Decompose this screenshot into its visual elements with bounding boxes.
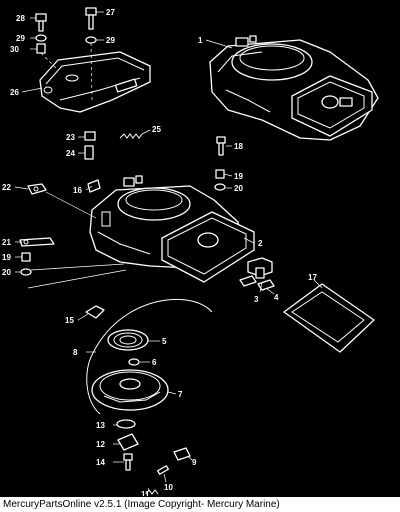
starter-rope-8 <box>91 298 213 356</box>
washer-20-right <box>214 183 226 191</box>
callout-9: 9 <box>192 458 197 467</box>
callout-19-right: 19 <box>234 172 243 181</box>
callout-3: 3 <box>254 295 259 304</box>
spring-25 <box>119 133 143 139</box>
mounting-bracket <box>39 51 151 113</box>
bushing-23 <box>84 131 96 141</box>
copyright-caption: MercuryPartsOnline v2.5.1 (Image Copyrig… <box>0 497 400 512</box>
sleeve-9 <box>173 447 191 461</box>
callout-13: 13 <box>96 421 105 430</box>
callout-8: 8 <box>73 348 78 357</box>
bolt-27 <box>85 7 97 30</box>
callout-2: 2 <box>258 239 263 248</box>
grommet-19 <box>215 169 225 179</box>
callout-19-left: 19 <box>2 253 11 262</box>
callout-6: 6 <box>152 358 157 367</box>
callout-26: 26 <box>10 88 19 97</box>
callout-28: 28 <box>16 14 25 23</box>
washer-29-right <box>85 36 97 44</box>
bolt-28 <box>35 13 47 32</box>
callout-15: 15 <box>65 316 74 325</box>
washer-20-left <box>20 268 32 276</box>
callout-30: 30 <box>10 45 19 54</box>
callout-25: 25 <box>152 125 161 134</box>
bushing-30 <box>36 43 46 54</box>
callout-5: 5 <box>162 337 167 346</box>
starter-handle-17 <box>283 283 375 353</box>
exploded-parts-diagram: 1 2 3 4 5 6 7 8 9 10 11 12 13 14 15 16 1… <box>2 7 379 496</box>
starter-housing-assembly <box>209 35 379 141</box>
callout-17: 17 <box>308 273 317 282</box>
clip-15 <box>85 305 105 319</box>
retainer-4 <box>239 275 275 291</box>
pin-10 <box>157 465 169 475</box>
rewind-spring-5 <box>107 329 149 351</box>
callout-21: 21 <box>2 238 11 247</box>
washer-29-left <box>35 34 47 42</box>
callout-10: 10 <box>164 483 173 492</box>
starter-pulley-7 <box>91 369 169 411</box>
callout-14: 14 <box>96 458 105 467</box>
screw-14 <box>123 453 133 471</box>
callout-29-left: 29 <box>16 34 25 43</box>
clip-16 <box>87 179 101 193</box>
link-21 <box>19 237 55 247</box>
callout-20-left: 20 <box>2 268 11 277</box>
callout-18: 18 <box>234 142 243 151</box>
callout-7: 7 <box>178 390 183 399</box>
plate-13 <box>116 419 136 429</box>
callout-12: 12 <box>96 440 105 449</box>
handle-insert-3 <box>247 257 273 279</box>
callout-11: 11 <box>141 490 150 496</box>
callout-27: 27 <box>106 8 115 17</box>
bushing-6 <box>128 358 140 366</box>
spring-11 <box>145 489 159 495</box>
callout-23: 23 <box>66 133 75 142</box>
callout-4: 4 <box>274 293 279 302</box>
callout-16: 16 <box>73 186 82 195</box>
screw-18 <box>216 136 226 156</box>
grommet-19-left <box>21 252 31 262</box>
callout-1: 1 <box>198 36 203 45</box>
callout-22: 22 <box>2 183 11 192</box>
callout-20-right: 20 <box>234 184 243 193</box>
lever-22 <box>27 183 47 195</box>
callout-29-right: 29 <box>106 36 115 45</box>
pawl-12 <box>117 433 139 451</box>
spacer-24 <box>84 145 94 160</box>
starter-housing-main <box>89 175 255 283</box>
callout-24: 24 <box>66 149 75 158</box>
